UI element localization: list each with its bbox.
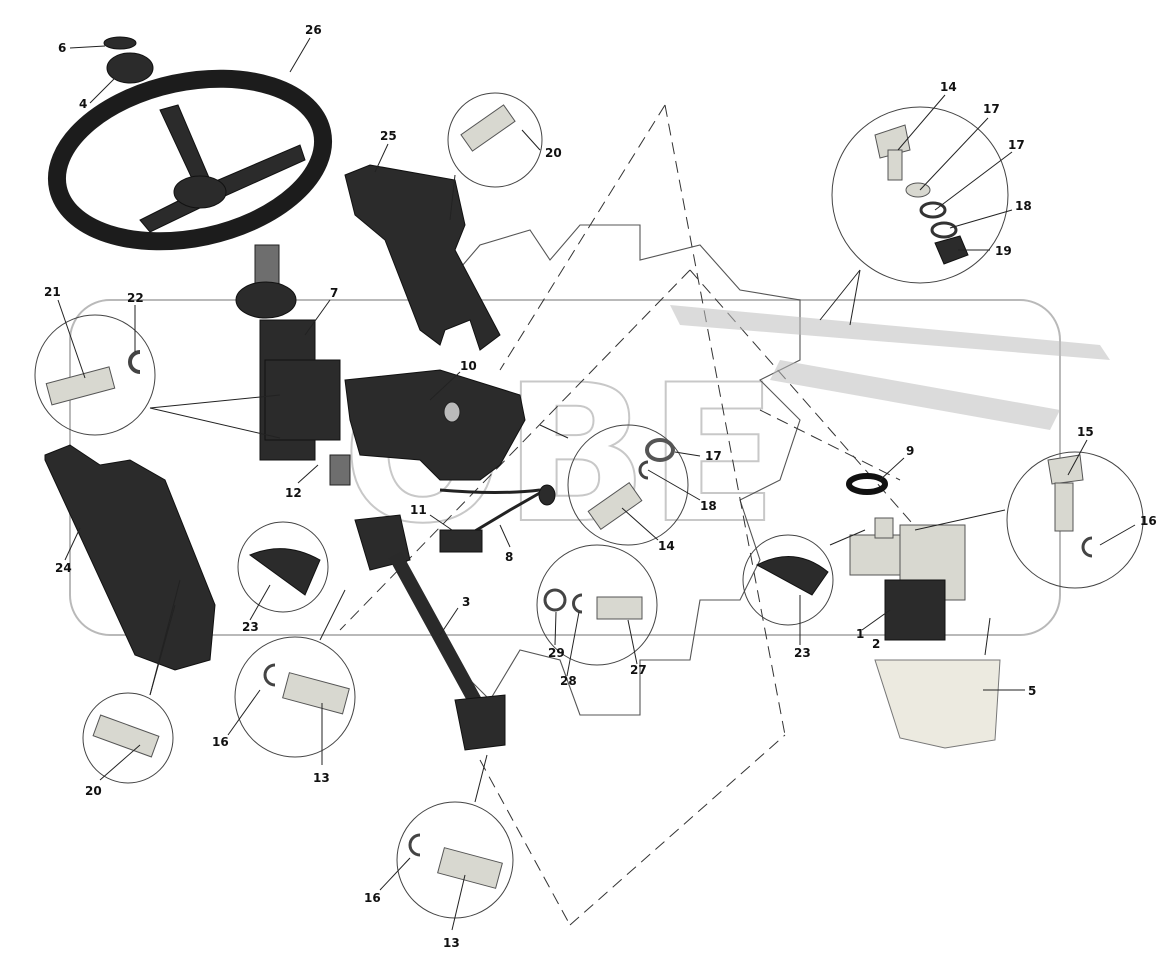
callout-9: 9 xyxy=(906,444,914,458)
cardan-shaft xyxy=(354,514,506,751)
callout-23: 23 xyxy=(242,620,259,634)
steering-pump xyxy=(849,517,966,641)
callout-16c: 16 xyxy=(364,891,381,905)
callout-1: 1 xyxy=(856,627,864,641)
callout-18: 18 xyxy=(1015,199,1032,213)
detail-circle-pin-20b xyxy=(82,692,174,784)
callout-13b: 13 xyxy=(443,936,460,950)
callout-21: 21 xyxy=(44,285,61,299)
steering-wheel xyxy=(47,69,333,251)
callout-19: 19 xyxy=(995,244,1012,258)
callout-14: 14 xyxy=(940,80,957,94)
control-cable xyxy=(439,488,541,494)
callout-10: 10 xyxy=(460,359,477,373)
detail-circle-pin-21 xyxy=(34,314,156,436)
mounting-bracket xyxy=(344,369,526,481)
detail-circle-bolt-14 xyxy=(831,106,1009,284)
callout-24: 24 xyxy=(55,561,72,575)
callout-2: 2 xyxy=(872,637,880,651)
small-parts xyxy=(45,104,1093,889)
callout-13: 13 xyxy=(313,771,330,785)
callout-5: 5 xyxy=(1028,684,1036,698)
switch-unit xyxy=(439,529,483,553)
detail-circle-pad-23a xyxy=(237,521,329,613)
callout-20b: 20 xyxy=(85,784,102,798)
callout-17c: 17 xyxy=(705,449,722,463)
callout-17b: 17 xyxy=(1008,138,1025,152)
horn-button xyxy=(106,52,154,84)
frame-rail-shadow xyxy=(670,305,1110,360)
callout-28: 28 xyxy=(560,674,577,688)
leader-lines xyxy=(57,37,1136,931)
callout-26: 26 xyxy=(305,23,322,37)
callout-15: 15 xyxy=(1077,425,1094,439)
callout-18b: 18 xyxy=(700,499,717,513)
bracket-hole xyxy=(443,401,461,423)
callout-23b: 23 xyxy=(794,646,811,660)
detail-circle-bolt-15 xyxy=(1006,451,1144,589)
steering-column xyxy=(235,244,351,486)
callout-7: 7 xyxy=(330,286,338,300)
callout-29: 29 xyxy=(548,646,565,660)
callout-17: 17 xyxy=(983,102,1000,116)
callout-11: 11 xyxy=(410,503,427,517)
callout-8: 8 xyxy=(505,550,513,564)
seal-ring xyxy=(846,473,888,495)
dashed-frame xyxy=(339,104,941,926)
detail-circle-pin-13a xyxy=(234,636,356,758)
frame-rail-shadow-2 xyxy=(770,360,1060,430)
column-cover-upper xyxy=(344,164,501,351)
callout-6: 6 xyxy=(58,41,66,55)
callout-22: 22 xyxy=(127,291,144,305)
callout-3: 3 xyxy=(462,595,470,609)
callout-16: 16 xyxy=(1140,514,1157,528)
callout-4: 4 xyxy=(79,97,87,111)
horn-cap xyxy=(103,36,137,50)
mounting-plate xyxy=(874,659,1001,749)
callout-25: 25 xyxy=(380,129,397,143)
detail-circle-bolt-14b xyxy=(567,424,689,546)
callout-16b: 16 xyxy=(212,735,229,749)
callout-14b: 14 xyxy=(658,539,675,553)
callout-12: 12 xyxy=(285,486,302,500)
callout-labels: 6 4 26 25 20 14 17 17 18 19 21 22 7 10 1… xyxy=(44,23,1157,950)
detail-circle-pad-23b xyxy=(742,534,834,626)
detail-circle-pin-20 xyxy=(447,92,543,188)
detail-circle-pin-27 xyxy=(536,544,658,666)
callout-27: 27 xyxy=(630,663,647,677)
callout-20: 20 xyxy=(545,146,562,160)
